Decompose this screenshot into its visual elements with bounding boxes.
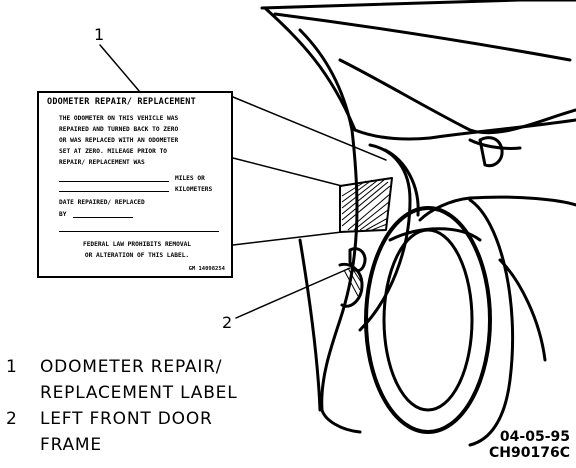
date-replaced-text: DATE REPAIRED/ REPLACED: [59, 199, 145, 206]
by-text: BY: [59, 211, 67, 218]
legend: 1 ODOMETER REPAIR/ REPLACEMENT LABEL 2 L…: [6, 354, 286, 458]
legend-number: 2: [6, 409, 18, 429]
figure-date: 04-05-95: [499, 429, 570, 445]
legend-text-cont: FRAME: [40, 435, 102, 455]
mileage-blank: [59, 181, 169, 182]
kilometers-blank: [59, 191, 169, 192]
legend-number: 1: [6, 357, 18, 377]
label-title: ODOMETER REPAIR/ REPLACEMENT: [47, 97, 196, 107]
legend-item: 2 LEFT FRONT DOOR: [6, 406, 286, 432]
footer-line-2: OR ALTERATION OF THIS LABEL.: [84, 252, 190, 259]
legend-text: LEFT FRONT DOOR: [40, 409, 213, 429]
callout-1: 1: [94, 25, 105, 44]
legend-text: ODOMETER REPAIR/: [40, 357, 223, 377]
miles-or-text: MILES OR: [175, 175, 205, 182]
legend-text-cont: REPLACEMENT LABEL: [40, 383, 238, 403]
label-line: REPAIRED AND TURNED BACK TO ZERO: [59, 126, 179, 133]
label-part-code: GM 14098254: [188, 266, 225, 272]
divider: [59, 231, 219, 232]
a-pillar-outline: [263, 6, 357, 132]
label-line: REPAIR/ REPLACEMENT WAS: [59, 159, 145, 166]
by-blank: [73, 217, 133, 218]
figure-stamp: 04-05-95 CH90176C: [489, 429, 570, 461]
label-line: THE ODOMETER ON THIS VEHICLE WAS: [59, 115, 179, 122]
callout-2: 2: [222, 313, 233, 332]
legend-item: 1 ODOMETER REPAIR/: [6, 354, 286, 380]
kilometers-text: KILOMETERS: [175, 186, 213, 193]
label-line: SET AT ZERO. MILEAGE PRIOR TO: [59, 148, 168, 155]
odometer-label-card: ODOMETER REPAIR/ REPLACEMENT THE ODOMETE…: [37, 91, 233, 278]
figure-id: CH90176C: [489, 445, 570, 461]
label-line: OR WAS REPLACED WITH AN ODOMETER: [59, 137, 179, 144]
footer-line-1: FEDERAL LAW PROHIBITS REMOVAL: [82, 241, 192, 248]
